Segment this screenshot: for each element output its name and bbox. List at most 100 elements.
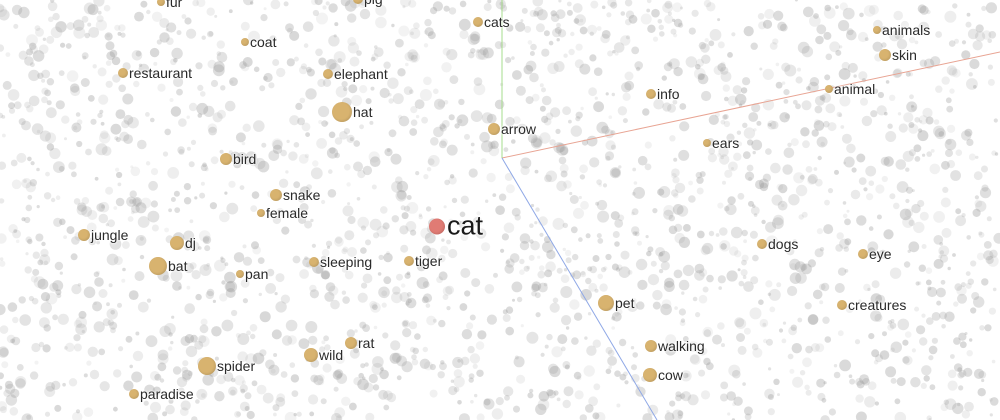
neighbor-point[interactable] (858, 249, 868, 259)
neighbor-point[interactable] (837, 300, 847, 310)
neighbor-point[interactable] (646, 89, 656, 99)
background-point (814, 248, 824, 258)
neighbor-point[interactable] (220, 153, 232, 165)
word-point-pet[interactable]: pet (598, 295, 634, 311)
word-point-animals[interactable]: animals (873, 23, 930, 37)
word-point-snake[interactable]: snake (270, 188, 320, 202)
background-point (759, 182, 769, 192)
word-point-bird[interactable]: bird (220, 152, 256, 166)
word-point-jungle[interactable]: jungle (78, 228, 128, 242)
word-point-cow[interactable]: cow (643, 368, 683, 382)
neighbor-point[interactable] (873, 26, 881, 34)
neighbor-point[interactable] (332, 102, 352, 122)
neighbor-point[interactable] (309, 257, 319, 267)
word-point-fur[interactable]: fur (157, 0, 182, 9)
background-point (552, 297, 559, 304)
neighbor-point[interactable] (643, 368, 657, 382)
background-point (939, 254, 949, 263)
background-point (928, 345, 938, 355)
word-point-pan[interactable]: pan (236, 267, 268, 281)
word-point-walking[interactable]: walking (645, 339, 705, 353)
background-point (32, 251, 40, 259)
neighbor-point[interactable] (236, 270, 244, 278)
background-point (403, 86, 413, 95)
background-point (616, 264, 623, 271)
neighbor-point[interactable] (645, 340, 657, 352)
neighbor-point[interactable] (757, 239, 767, 249)
neighbor-point[interactable] (304, 348, 318, 362)
neighbor-point[interactable] (323, 69, 333, 79)
background-point (0, 325, 9, 334)
background-point (761, 219, 766, 225)
word-point-hat[interactable]: hat (332, 102, 372, 122)
neighbor-point[interactable] (78, 229, 90, 241)
background-point (426, 247, 438, 260)
neighbor-point[interactable] (149, 257, 167, 275)
neighbor-point[interactable] (270, 189, 282, 201)
neighbor-point[interactable] (241, 38, 249, 46)
word-point-tiger[interactable]: tiger (404, 254, 442, 268)
background-point (225, 280, 238, 293)
neighbor-point[interactable] (473, 17, 483, 27)
neighbor-point[interactable] (703, 139, 711, 147)
neighbor-point[interactable] (118, 68, 128, 78)
word-point-elephant[interactable]: elephant (323, 67, 388, 81)
background-point (549, 365, 561, 378)
word-point-coat[interactable]: coat (241, 35, 276, 49)
word-point-eye[interactable]: eye (858, 247, 892, 261)
word-point-restaurant[interactable]: restaurant (118, 66, 192, 80)
word-point-sleeping[interactable]: sleeping (309, 255, 372, 269)
neighbor-point[interactable] (129, 389, 139, 399)
neighbor-point[interactable] (345, 337, 357, 349)
background-point (673, 66, 683, 77)
background-point (21, 120, 31, 131)
word-label: walking (658, 338, 705, 354)
focus-point[interactable] (429, 218, 445, 234)
word-point-skin[interactable]: skin (879, 48, 917, 62)
background-point (81, 15, 89, 23)
word-point-bat[interactable]: bat (149, 257, 187, 275)
word-point-paradise[interactable]: paradise (129, 387, 194, 401)
word-point-pig[interactable]: pig (353, 0, 383, 6)
background-point (58, 165, 65, 172)
background-point (698, 349, 706, 356)
background-point (372, 384, 380, 391)
word-point-dj[interactable]: dj (170, 236, 196, 250)
word-point-wild[interactable]: wild (304, 348, 343, 362)
neighbor-point[interactable] (170, 236, 184, 250)
background-point (118, 24, 126, 32)
background-point (661, 75, 667, 81)
neighbor-point[interactable] (825, 85, 833, 93)
word-point-arrow[interactable]: arrow (488, 122, 536, 136)
neighbor-point[interactable] (598, 295, 614, 311)
background-point (140, 0, 148, 8)
neighbor-point[interactable] (198, 357, 216, 375)
background-point (396, 190, 407, 200)
background-point (552, 28, 562, 38)
neighbor-point[interactable] (879, 49, 891, 61)
word-point-ears[interactable]: ears (703, 136, 739, 150)
background-point (289, 362, 296, 368)
neighbor-point[interactable] (157, 0, 165, 6)
background-point (504, 264, 514, 274)
background-point (944, 10, 957, 23)
word-point-cats[interactable]: cats (473, 15, 510, 29)
neighbor-point[interactable] (404, 256, 414, 266)
neighbor-point[interactable] (488, 123, 500, 135)
background-point (9, 407, 19, 416)
word-point-spider[interactable]: spider (198, 357, 255, 375)
word-point-rat[interactable]: rat (345, 336, 374, 350)
word-point-animal[interactable]: animal (825, 82, 875, 96)
word-point-creatures[interactable]: creatures (837, 298, 906, 312)
word-point-info[interactable]: info (646, 87, 680, 101)
neighbor-point[interactable] (257, 209, 265, 217)
word-point-dogs[interactable]: dogs (757, 237, 798, 251)
word-point-focus[interactable]: cat (429, 212, 483, 240)
background-point (401, 319, 410, 328)
word-point-female[interactable]: female (257, 206, 308, 220)
neighbor-point[interactable] (353, 0, 363, 4)
background-point (346, 182, 351, 187)
background-point (564, 364, 570, 370)
